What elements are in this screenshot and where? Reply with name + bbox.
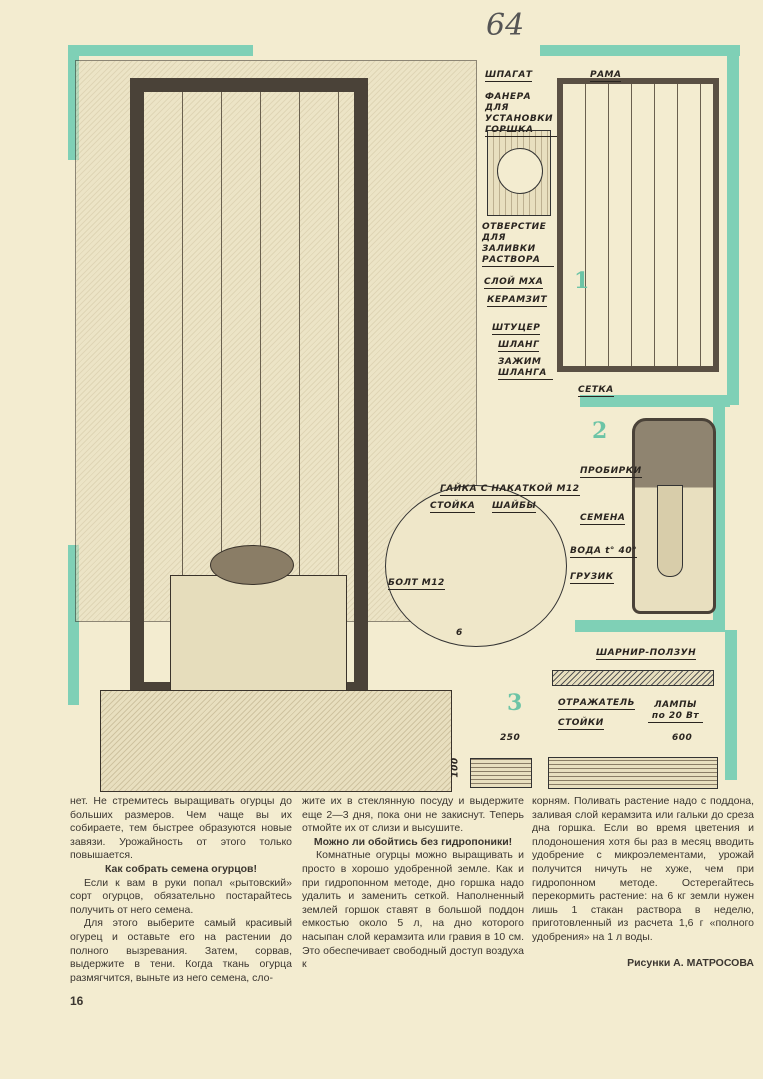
fig1-frame-drawing (557, 78, 719, 372)
detail-circle-drawing (385, 485, 567, 647)
teal-bracket-right-2 (713, 405, 725, 625)
label-plywood: ФАНЕРА ДЛЯ УСТАНОВКИ ГОРШКА (485, 92, 557, 137)
label-bolt: БОЛТ М12 (388, 578, 445, 590)
article-column-2: жите их в стеклянную посуду и выдержите … (302, 795, 524, 972)
label-hose: ШЛАНГ (498, 340, 540, 352)
main-illustration-table (100, 690, 452, 792)
label-expanded-clay: КЕРАМЗИТ (487, 295, 548, 307)
fig2-jar-drawing (632, 418, 716, 614)
label-water-temp: ВОДА t° 40° (570, 546, 638, 558)
label-seeds: СЕМЕНА (580, 513, 626, 525)
label-knurled-nut: ГАЙКА С НАКАТКОЙ М12 (440, 484, 580, 496)
illustration-credit: Рисунки А. МАТРОСОВА (627, 956, 754, 969)
label-hose-clamp: ЗАЖИМ ШЛАНГА (498, 357, 553, 380)
teal-bracket-left (68, 45, 79, 160)
label-post: СТОЙКА (430, 501, 476, 513)
figure-number-2: 2 (592, 418, 608, 444)
label-dimension-100: 100 (450, 757, 461, 778)
teal-bracket-right-4 (725, 630, 737, 780)
fig2-test-tube (657, 485, 683, 577)
fig3-side-view (470, 758, 532, 788)
label-reflector: ОТРАЖАТЕЛЬ (558, 698, 635, 710)
teal-bracket-left-lower (68, 545, 79, 705)
teal-bracket-top (68, 45, 253, 56)
label-mesh: СЕТКА (578, 385, 614, 397)
paragraph: Комнатные огурцы можно выращивать и прос… (302, 849, 524, 971)
fig1-plywood-hole (497, 148, 543, 194)
teal-bracket-right-top (540, 45, 740, 56)
subheading-without-hydroponics: Можно ли обойтись без гидропоники! (313, 835, 513, 848)
label-twine: ШПАГАТ (485, 70, 533, 82)
label-frame: РАМА (590, 70, 622, 82)
teal-bracket-right (727, 45, 739, 405)
main-illustration-pot-box (170, 575, 347, 707)
label-dimension-600: 600 (672, 733, 693, 743)
label-dimension-250: 250 (500, 733, 521, 743)
teal-bracket-right-3 (575, 620, 725, 632)
fig3-reflector (552, 670, 714, 686)
article-column-3: корням. Поливать растение надо с поддона… (532, 795, 754, 970)
subheading-seeds: Как собрать семена огурцов! (104, 862, 258, 875)
main-illustration-pot (210, 545, 294, 585)
label-weight: ГРУЗИК (570, 572, 614, 584)
label-test-tubes: ПРОБИРКИ (580, 466, 642, 478)
paragraph: Для этого выберите самый красивый огурец… (70, 917, 292, 984)
fig3-front-view (548, 757, 718, 789)
page-number: 16 (70, 994, 84, 1009)
label-fitting: ШТУЦЕР (492, 323, 541, 335)
label-lamps: ЛАМПЫ по 20 Вт (648, 700, 703, 723)
label-moss-layer: СЛОЙ МХА (484, 277, 544, 289)
paragraph: нет. Не стремитесь выращивать огурцы до … (70, 795, 292, 862)
label-washers: ШАЙБЫ (492, 501, 537, 513)
label-posts: СТОЙКИ (558, 718, 604, 730)
handwritten-page-number: 64 (486, 8, 525, 43)
label-fill-hole: ОТВЕРСТИЕ ДЛЯ ЗАЛИВКИ РАСТВОРА (482, 222, 554, 267)
figure-number-1: 1 (574, 268, 590, 294)
paragraph: Если к вам в руки попал «рытовский» сорт… (70, 876, 292, 916)
paragraph: корням. Поливать растение надо с поддона… (532, 795, 754, 943)
figure-number-3: 3 (507, 690, 523, 716)
label-hinge-slider: ШАРНИР-ПОЛЗУН (596, 648, 697, 660)
paragraph: жите их в стеклянную посуду и выдержите … (302, 795, 524, 835)
teal-bracket-right-mid (580, 395, 730, 407)
label-dimension-6: 6 (456, 628, 463, 638)
article-column-1: нет. Не стремитесь выращивать огурцы до … (70, 795, 292, 1009)
